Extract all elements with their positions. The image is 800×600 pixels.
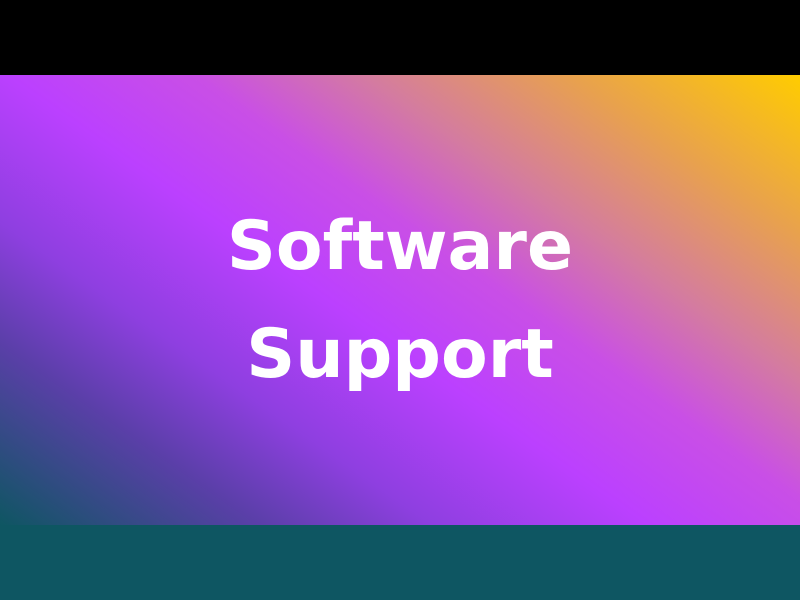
- top-letterbox-bar: [0, 0, 800, 75]
- gradient-banner: Software Support: [0, 75, 800, 525]
- headline-line-1: Software: [226, 207, 574, 286]
- bottom-letterbox-bar: [0, 525, 800, 600]
- banner-headline: Software Support: [0, 193, 800, 409]
- headline-line-2: Support: [246, 315, 554, 394]
